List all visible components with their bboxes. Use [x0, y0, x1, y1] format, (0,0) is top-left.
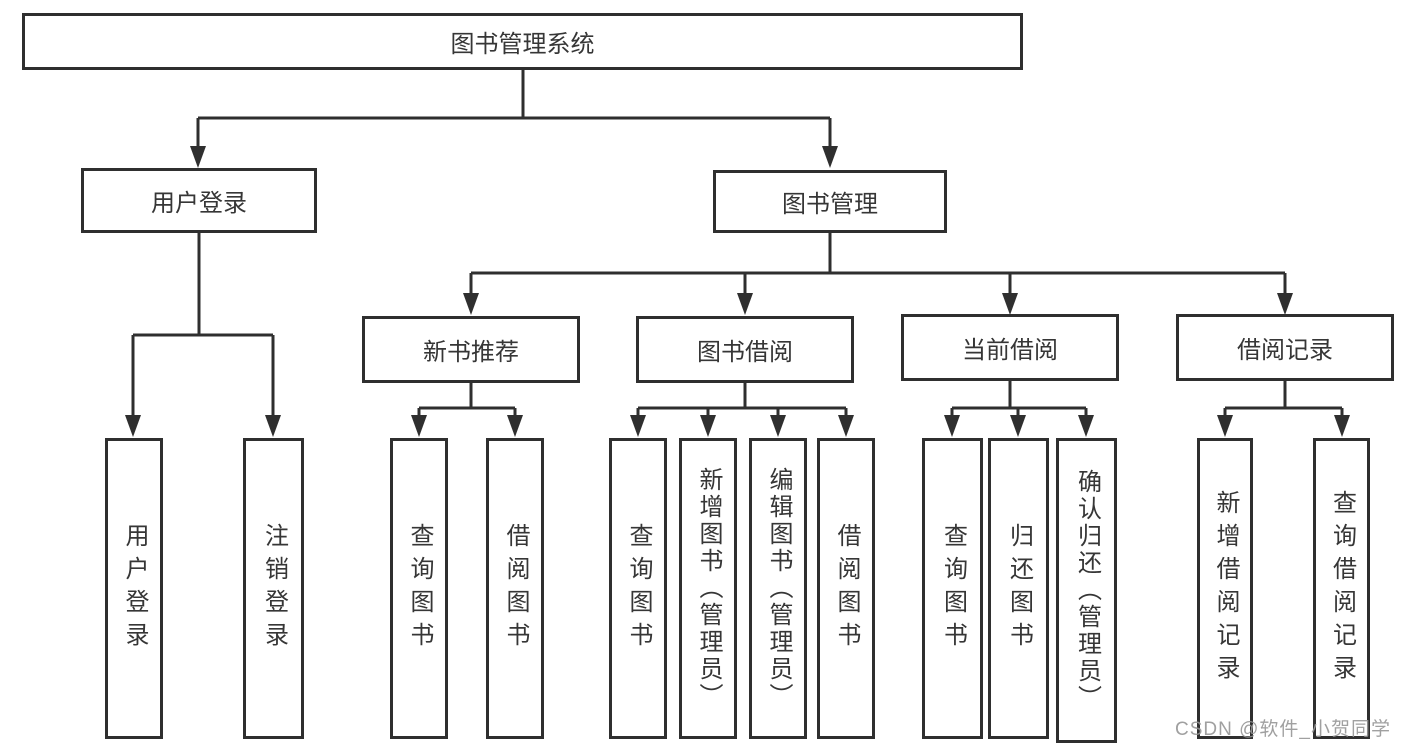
watermark: CSDN @软件_小贺同学 [1175, 719, 1391, 740]
leaf-label: 编辑图书（管理员） [765, 467, 792, 710]
node-book-borrowing: 图书借阅 [636, 316, 854, 383]
node-library-management-system: 图书管理系统 [22, 13, 1023, 70]
leaf-label: 新增图书（管理员） [695, 467, 722, 710]
leaf-label: 借阅图书 [502, 522, 529, 655]
leaf-query-borrow-record: 查询借阅记录 [1313, 438, 1370, 739]
leaf-query-books-2: 查询图书 [609, 438, 667, 739]
node-label: 图书管理系统 [450, 31, 595, 58]
leaf-logout: 注销登录 [243, 438, 304, 739]
connector-paths [131, 70, 1344, 419]
node-label: 图书借阅 [697, 339, 793, 366]
leaf-label: 确认归还（管理员） [1073, 469, 1101, 712]
node-label: 新书推荐 [423, 339, 519, 366]
leaf-return-book: 归还图书 [988, 438, 1049, 739]
leaf-query-books-1: 查询图书 [390, 438, 448, 739]
leaf-label: 查询图书 [939, 522, 967, 655]
node-user-login: 用户登录 [81, 168, 317, 233]
leaf-add-borrow-record: 新增借阅记录 [1197, 438, 1253, 739]
leaf-edit-book-admin: 编辑图书（管理员） [749, 438, 807, 739]
leaf-label: 查询借阅记录 [1328, 489, 1356, 688]
leaf-label: 用户登录 [121, 522, 148, 655]
leaf-user-login: 用户登录 [105, 438, 163, 739]
leaf-label: 查询图书 [406, 522, 433, 655]
leaf-query-books-3: 查询图书 [922, 438, 983, 739]
leaf-add-book-admin: 新增图书（管理员） [679, 438, 737, 739]
node-book-management: 图书管理 [713, 170, 947, 233]
node-borrowing-records: 借阅记录 [1176, 314, 1394, 381]
leaf-label: 借阅图书 [833, 522, 860, 655]
node-label: 借阅记录 [1237, 337, 1333, 364]
leaf-borrow-books-2: 借阅图书 [817, 438, 875, 739]
node-label: 图书管理 [782, 191, 878, 218]
node-current-borrowing: 当前借阅 [901, 314, 1119, 381]
leaf-borrow-books-1: 借阅图书 [486, 438, 544, 739]
leaf-label: 归还图书 [1005, 522, 1033, 655]
node-label: 用户登录 [151, 190, 247, 217]
node-label: 当前借阅 [962, 337, 1058, 364]
leaf-label: 新增借阅记录 [1212, 489, 1239, 688]
leaf-label: 查询图书 [625, 522, 652, 655]
node-new-book-recommendation: 新书推荐 [362, 316, 580, 383]
leaf-label: 注销登录 [260, 522, 288, 655]
arrowheads [125, 146, 1350, 437]
leaf-confirm-return-admin: 确认归还（管理员） [1056, 438, 1117, 743]
